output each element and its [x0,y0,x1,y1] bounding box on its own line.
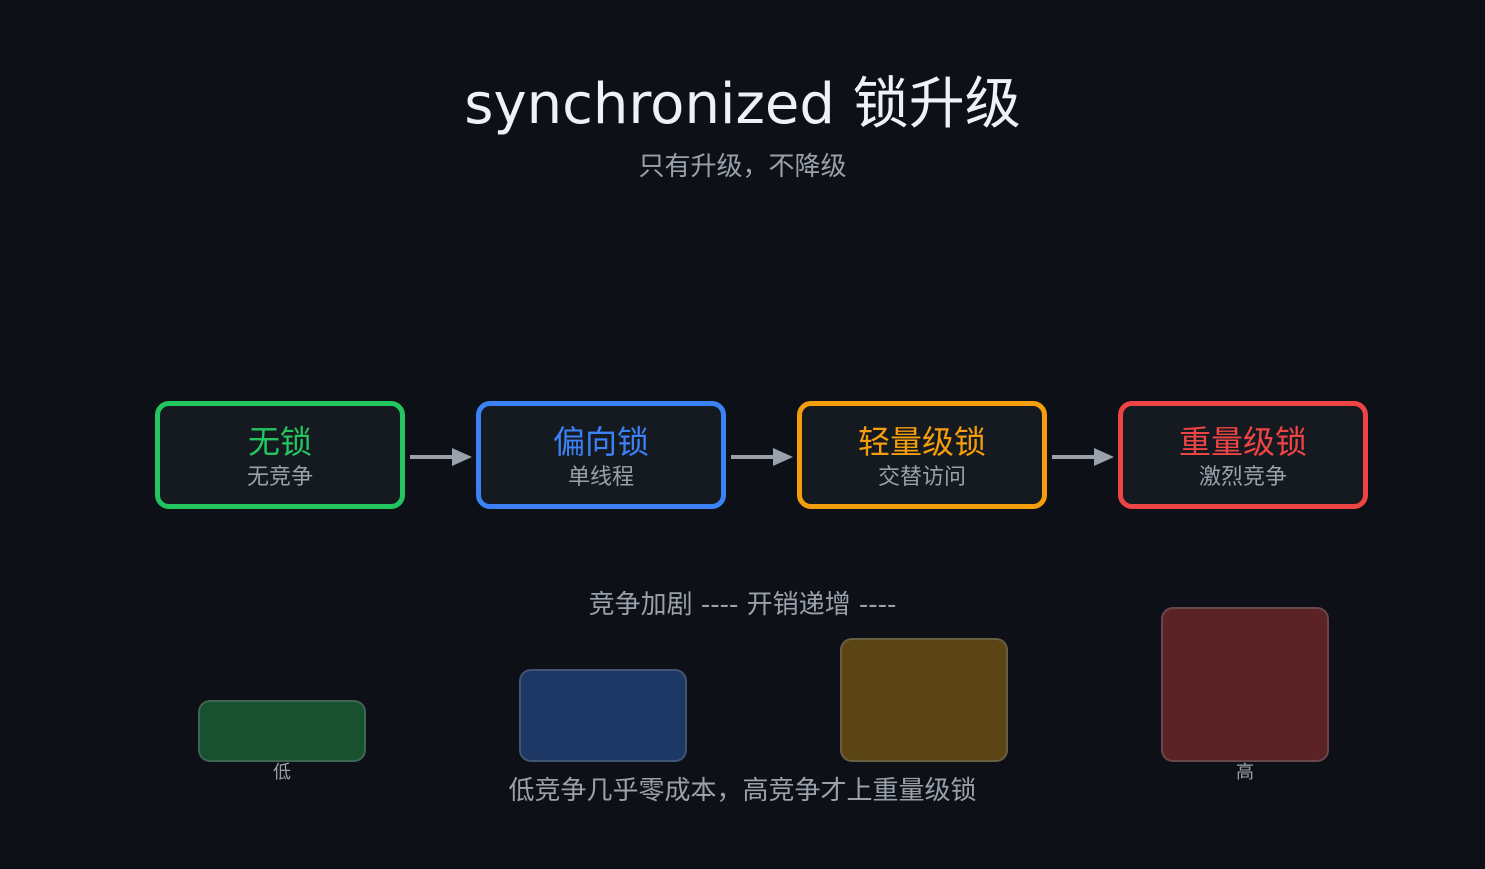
stage-desc: 交替访问 [877,465,966,490]
stage-name: 偏向锁 [552,423,649,461]
stage-desc: 激烈竞争 [1198,465,1287,490]
cost-bar-heavyweight-lock [1161,607,1329,762]
cost-bar-no-lock [198,700,366,762]
stage-no-lock: 无锁 无竞争 [155,401,405,509]
arrow-right-icon [1052,448,1114,466]
stage-name: 无锁 [247,423,312,461]
footer-note: 低竞争几乎零成本，高竞争才上重量级锁 [508,776,977,806]
trend-caption: 竞争加剧 ---- 开销递增 ---- [588,590,897,620]
stage-heavyweight-lock: 重量级锁 激烈竞争 [1118,401,1368,509]
cost-bar-lightweight-lock [840,638,1008,762]
stage-name: 重量级锁 [1178,423,1307,461]
cost-low-label: 低 [273,762,291,783]
arrow-right-icon [731,448,793,466]
diagram-subtitle: 只有升级，不降级 [638,152,847,182]
stage-desc: 单线程 [567,465,634,490]
cost-bar-biased-lock [519,669,687,762]
stage-desc: 无竞争 [246,465,313,490]
stage-lightweight-lock: 轻量级锁 交替访问 [797,401,1047,509]
stage-name: 轻量级锁 [857,423,986,461]
diagram-title: synchronized 锁升级 [464,72,1021,137]
arrow-right-icon [410,448,472,466]
stage-biased-lock: 偏向锁 单线程 [476,401,726,509]
cost-high-label: 高 [1236,762,1254,783]
